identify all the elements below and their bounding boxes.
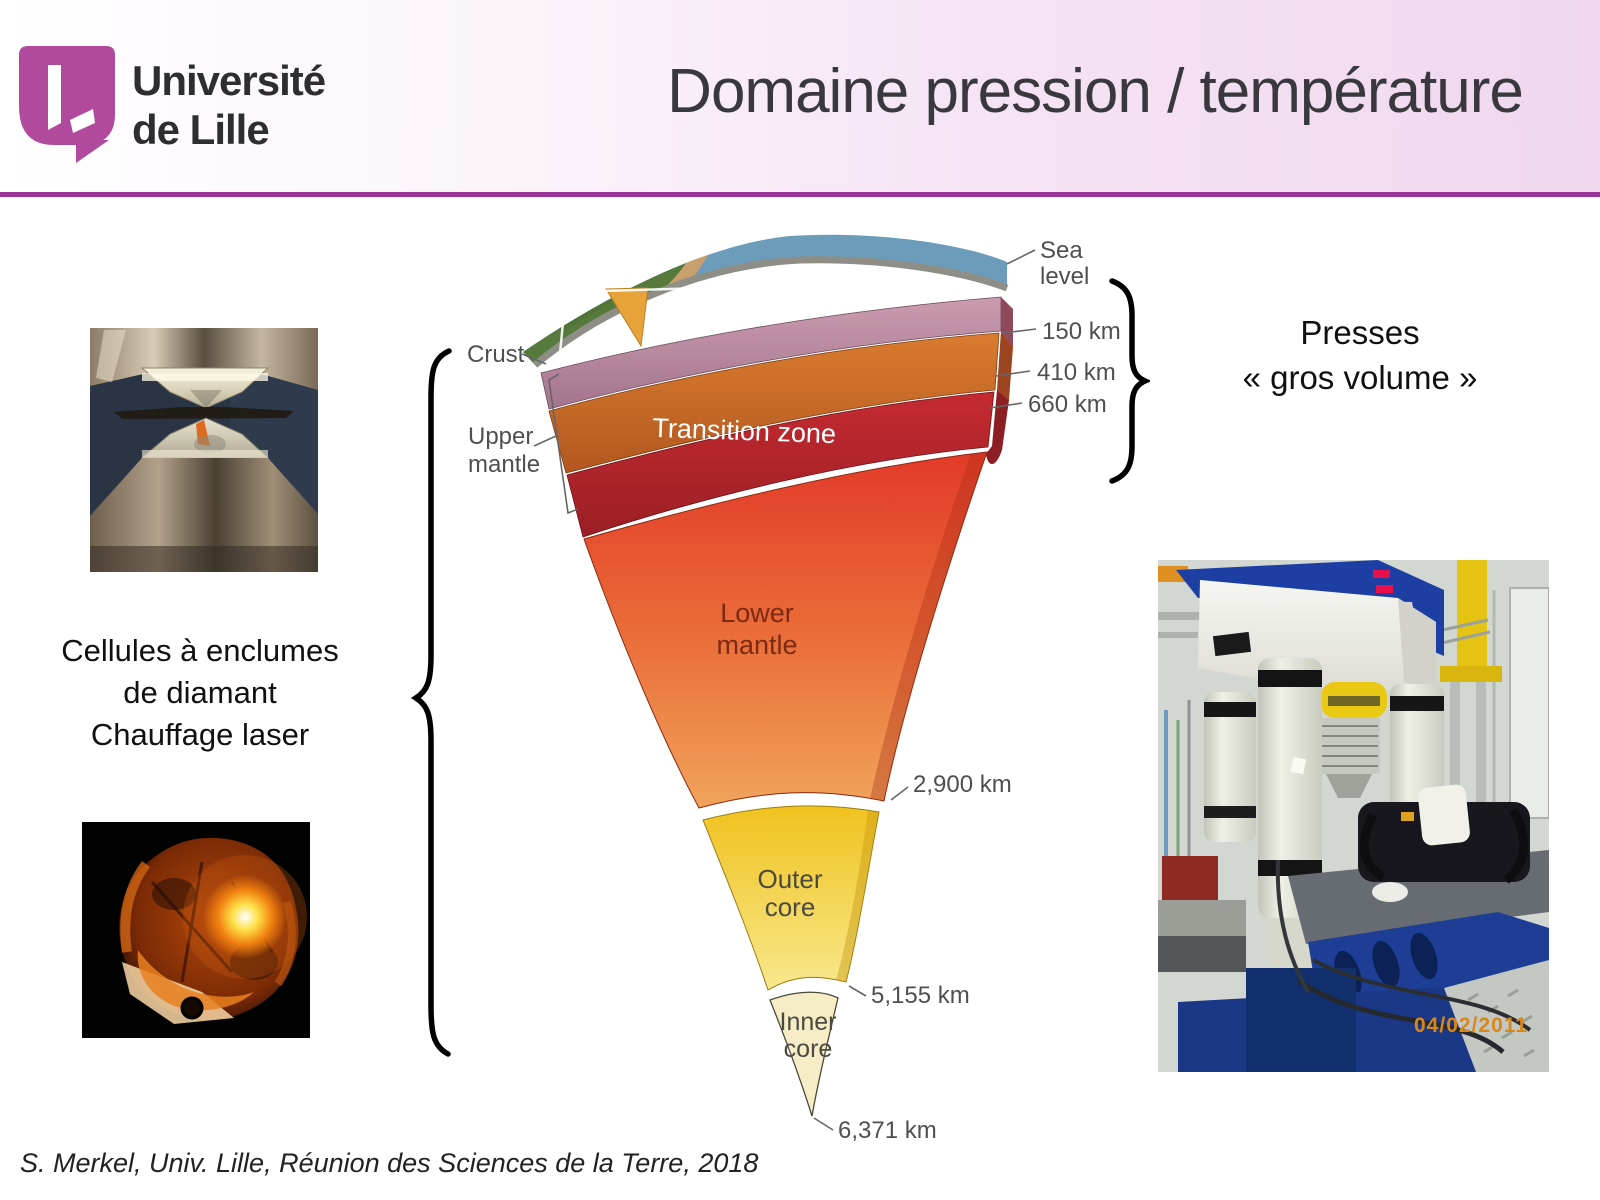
lower-mantle-label-line1: Lower [720, 598, 794, 628]
university-name-line1: Université [132, 57, 326, 104]
right-caption-line2: « gros volume » [1242, 359, 1478, 396]
inner-core-label-line2: core [784, 1035, 833, 1063]
sea-level-label-line2: level [1040, 263, 1089, 290]
press-bg-door [1509, 587, 1549, 819]
university-logo [18, 46, 118, 168]
depth-5155km-label: 5,155 km [871, 982, 970, 1009]
press-floor-plate [1444, 960, 1549, 1072]
press-red-unit [1162, 856, 1218, 900]
dac-gasket [114, 407, 294, 419]
inner-core-label-line1: Inner [780, 1008, 837, 1036]
large-volume-press-photo: 04/02/2011 [1158, 560, 1549, 1072]
inner-core-layer [769, 991, 839, 1117]
right-brace [1109, 278, 1150, 484]
press-yellow-pole [1457, 560, 1487, 670]
university-name-line2: de Lille [132, 106, 270, 153]
transition-zone-label: Transition zone [652, 413, 837, 449]
upper-mantle-layer [548, 332, 1000, 474]
logo-shield [19, 46, 115, 145]
lower-mantle-label-line2: mantle [716, 630, 797, 660]
beam-wedge [605, 287, 649, 348]
press-white-canopy [1198, 580, 1436, 692]
slide-title: Domaine pression / température [667, 57, 1524, 126]
university-name: Université de Lille [132, 56, 326, 154]
upper-mantle-label-line2: mantle [468, 451, 540, 478]
left-caption-line2: de diamant [123, 675, 277, 710]
left-caption-line3: Chauffage laser [90, 717, 310, 752]
depth-660km-label: 660 km [1028, 391, 1107, 418]
depth-410km-label: 410 km [1037, 359, 1116, 386]
callout-lines [521, 249, 1037, 1131]
dac-top-piston [90, 328, 318, 390]
logo-letter-foot [70, 109, 95, 133]
press-photo-date-stamp: 04/02/2011 [1414, 1014, 1528, 1037]
laser-hot-spot [203, 875, 287, 959]
left-brace [410, 348, 452, 1057]
outer-core-label-line1: Outer [757, 864, 822, 894]
transition-side-face [986, 390, 1009, 465]
transition-zone-layer [566, 391, 995, 538]
university-logo-icon [19, 46, 115, 163]
diamond-anvil-cell-photo [90, 328, 318, 572]
left-caption-line1: Cellules à enclumes [61, 633, 339, 668]
press-display-slot [1212, 631, 1252, 657]
upper-mantle-side-face [997, 331, 1013, 400]
crust-side-face [1001, 297, 1013, 347]
header-divider [0, 192, 1600, 197]
outer-core-layer [702, 805, 880, 991]
depth-6371km-label: 6,371 km [838, 1117, 937, 1144]
header: Université de Lille Domaine pression / t… [0, 0, 1600, 192]
depth-150km-label: 150 km [1042, 318, 1121, 345]
earth-cross-section-diagram: Transition zone Lower mantle Outer core … [410, 228, 1150, 1148]
laser-heating-photo [82, 822, 310, 1038]
sea-level-label-line1: Sea [1040, 237, 1083, 264]
dac-bottom-piston [90, 458, 318, 572]
crust-label: Crust [467, 341, 525, 368]
left-caption: Cellules à enclumes de diamant Chauffage… [10, 630, 390, 756]
lower-mantle-layer [583, 451, 988, 809]
logo-letter-stem [48, 65, 61, 130]
upper-mantle-label-line1: Upper [468, 423, 533, 450]
citation: S. Merkel, Univ. Lille, Réunion des Scie… [20, 1148, 759, 1178]
logo-tail [76, 140, 109, 163]
right-caption-line1: Presses [1300, 314, 1420, 351]
depth-2900km-label: 2,900 km [913, 771, 1012, 798]
outer-core-label-line2: core [765, 892, 816, 922]
right-caption: Presses « gros volume » [1170, 310, 1550, 400]
